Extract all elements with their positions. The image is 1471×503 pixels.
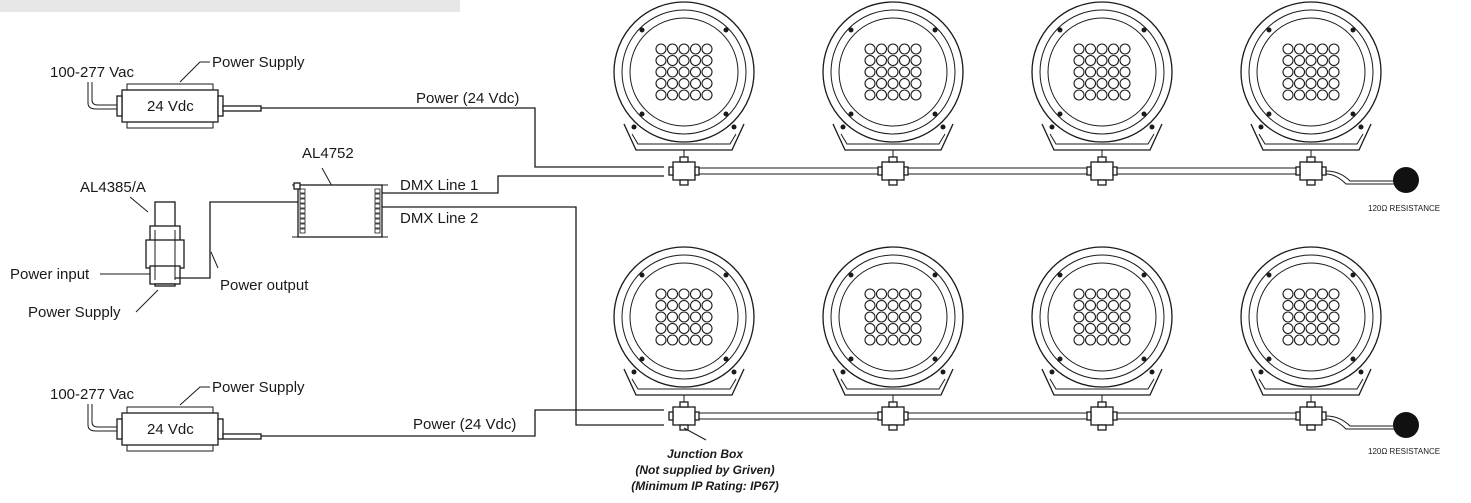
led-fixture-top-2 [822,1,964,164]
junction-box-bottom-3 [1086,401,1118,431]
led-fixture-top-4 [1240,1,1382,164]
din-power-input-label: Power input [10,266,90,283]
resistance-label-bottom: 120Ω RESISTANCE [1368,447,1440,456]
dmx-line-2-wire [382,206,664,426]
junction-box-supplier-note: (Not supplied by Griven) [635,463,774,477]
fixture-row-top [613,1,1419,193]
power-supply-bottom-body-label: 24 Vdc [147,421,194,438]
power-supply-top: 100-277 Vac 24 Vdc Power Supply [50,54,305,129]
power-wire-top-label: Power (24 Vdc) [416,90,519,107]
din-power-supply-model-label: AL4385/A [80,179,146,196]
din-power-supply-name-label: Power Supply [28,304,121,321]
led-array-icon [1282,288,1340,346]
top-bar [0,0,460,12]
dmx-controller-body [297,184,383,238]
power-supply-bottom-input-label: 100-277 Vac [50,386,134,403]
junction-box-bottom-2 [877,401,909,431]
led-array-icon [1073,288,1131,346]
dmx-line-1-wire [382,175,664,194]
junction-box-top-2 [877,156,909,186]
junction-box-bottom-1 [668,401,700,431]
junction-box-top-3 [1086,156,1118,186]
power-supply-top-name-label: Power Supply [212,54,305,71]
power-supply-bottom: 100-277 Vac 24 Vdc Power Supply [50,379,305,452]
din-power-wire [175,201,298,279]
dmx-line-1-label: DMX Line 1 [400,177,478,194]
power-supply-top-input-label: 100-277 Vac [50,64,134,81]
led-array-icon [864,43,922,101]
junction-box-label: Junction Box [667,447,744,461]
junction-box-top-4 [1295,156,1327,186]
led-fixture-bottom-2 [822,246,964,409]
power-wire-bottom-label: Power (24 Vdc) [413,416,516,433]
junction-box-ip-note: (Minimum IP Rating: IP67) [631,479,779,493]
led-array-icon [864,288,922,346]
dmx-controller-model-label: AL4752 [302,145,354,162]
led-fixture-top-3 [1031,1,1173,164]
fixture-row-bottom [613,246,1419,438]
power-supply-top-body-label: 24 Vdc [147,98,194,115]
led-array-icon [1282,43,1340,101]
dmx-controller: AL4752 [292,145,388,238]
dmx-line-2-label: DMX Line 2 [400,210,478,227]
led-fixture-top-1 [613,1,755,164]
junction-box-top-1 [668,156,700,186]
power-supply-bottom-name-label: Power Supply [212,379,305,396]
termination-resistor-bottom [1393,412,1419,438]
power-wire-bottom [261,409,664,437]
junction-box-bottom-4 [1295,401,1327,431]
led-fixture-bottom-3 [1031,246,1173,409]
led-fixture-bottom-4 [1240,246,1382,409]
led-array-icon [655,43,713,101]
din-power-supply: AL4385/A [80,179,185,287]
din-power-output-label: Power output [220,277,309,294]
resistance-label-top: 120Ω RESISTANCE [1368,204,1440,213]
led-array-icon [655,288,713,346]
led-array-icon [1073,43,1131,101]
power-supply-bottom-body [121,412,219,446]
termination-resistor-top [1393,167,1419,193]
led-fixture-bottom-1 [613,246,755,409]
power-wire-top [261,107,664,168]
